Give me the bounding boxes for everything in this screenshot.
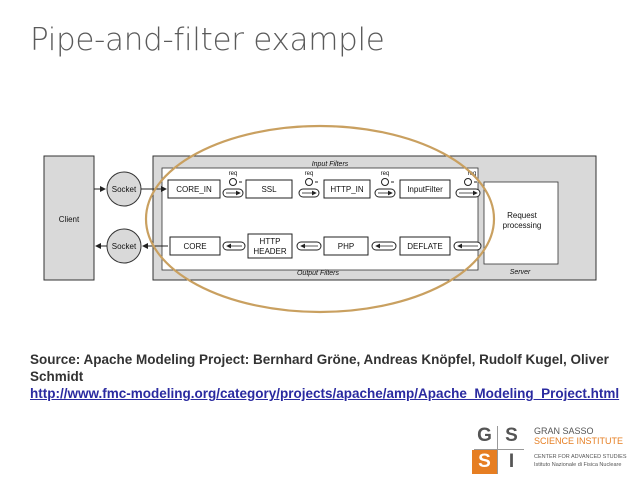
input-filters-label: Input Filters [312, 161, 349, 168]
logo-letter-i: I [508, 451, 515, 472]
req-circle-1 [229, 178, 237, 186]
request-label-2: processing [503, 221, 542, 230]
logo-text-science-institute: SCIENCE INSTITUTE [534, 436, 624, 446]
gssi-logo: G S S I GRAN SASSO SCIENCE INSTITUTE CEN… [472, 424, 636, 476]
filter-core-label: CORE [183, 242, 206, 251]
req-label-2: req [305, 171, 314, 177]
filter-http-header [247, 233, 293, 259]
slide-title: Pipe-and-filter example [30, 22, 385, 58]
logo-letter-g: G [477, 425, 492, 446]
filter-ssl-label: SSL [261, 185, 277, 194]
filter-core-in-label: CORE_IN [176, 185, 212, 194]
source-link[interactable]: http://www.fmc-modeling.org/category/pro… [30, 386, 620, 401]
filter-php [323, 236, 369, 256]
socket-out-label: Socket [112, 242, 137, 251]
filter-header-label: HEADER [253, 247, 287, 256]
logo-text-infn: Istituto Nazionale di Fisica Nucleare [534, 462, 622, 468]
filter-http-in [323, 179, 371, 199]
filter-deflate-label: DEFLATE [407, 242, 442, 251]
filter-core [169, 236, 221, 256]
filter-http-in-label: HTTP_IN [330, 185, 364, 194]
req-circle-3 [381, 178, 389, 186]
filter-http-label: HTTP [260, 237, 281, 246]
filter-inputfilter [399, 179, 451, 199]
logo-letter-s: S [505, 425, 518, 446]
client-box [43, 155, 95, 281]
highlight-ellipse [144, 124, 496, 314]
pipe-filter-diagram: Client Request processing Server Input F… [43, 124, 597, 314]
client-label: Client [59, 215, 80, 224]
logo-divider-horizontal [474, 449, 524, 450]
logo-divider-vertical [497, 426, 498, 474]
logo-text-center: CENTER FOR ADVANCED STUDIES [534, 454, 627, 460]
source-citation: Source: Apache Modeling Project: Bernhar… [30, 352, 609, 384]
filter-php-label: PHP [338, 242, 354, 251]
logo-text-gran-sasso: GRAN SASSO [534, 426, 594, 436]
filter-inputfilter-label: InputFilter [407, 185, 443, 194]
filter-core-in [167, 179, 221, 199]
filter-ssl [245, 179, 293, 199]
req-label-3: req [381, 171, 390, 177]
server-label: Server [510, 269, 531, 276]
req-circle-2 [305, 178, 313, 186]
filter-deflate [399, 236, 451, 256]
output-filters-label: Output Filters [297, 270, 340, 277]
logo-letter-s-orange: S [472, 450, 497, 474]
request-processing-box [483, 181, 559, 265]
req-circle-4 [464, 178, 472, 186]
req-label-1: req [229, 171, 238, 177]
socket-in-label: Socket [112, 185, 137, 194]
request-label-1: Request [507, 211, 538, 220]
